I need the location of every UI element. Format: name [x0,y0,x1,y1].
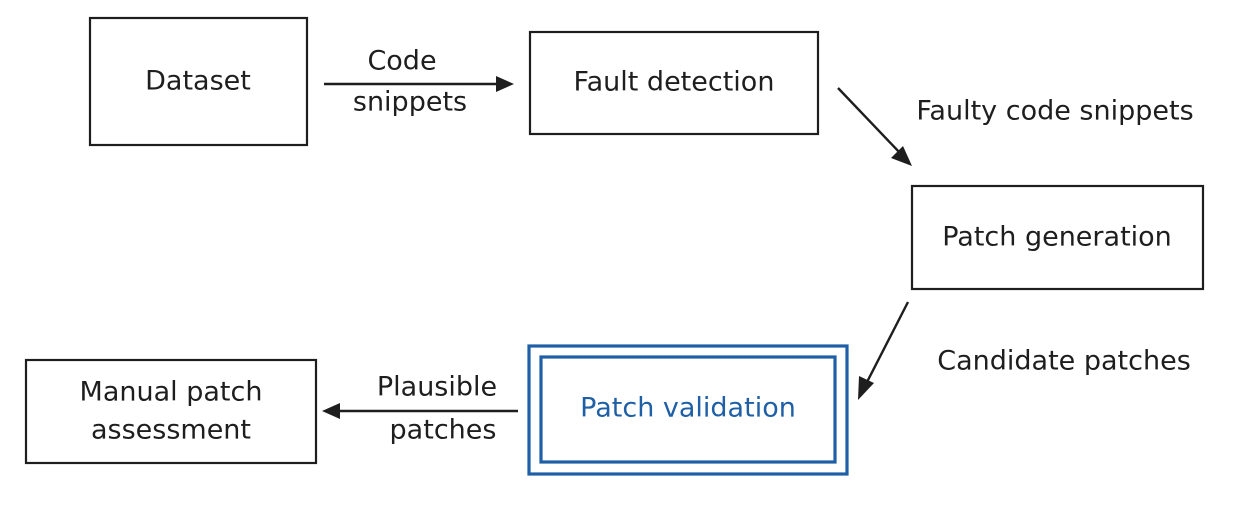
edge-line [864,301,910,385]
edge-label-plausible-patches-line2: patches [390,415,497,446]
edge-label-candidate-patches: Candidate patches [937,346,1191,377]
edge-fault-detection-to-patch-generation: Faulty code snippets [837,87,1194,166]
arrowhead-icon [858,376,874,400]
edge-label-code-snippets-line2: snippets [353,87,467,118]
edge-label-code-snippets-line1: Code [367,46,436,77]
node-fault-detection: Fault detection [528,30,820,136]
node-patch-validation-label: Patch validation [580,393,796,424]
node-manual-assessment: Manual patch assessment [24,358,318,465]
edge-dataset-to-fault-detection: Code snippets [324,46,514,118]
node-patch-validation: Patch validation [527,344,849,476]
node-fault-detection-label: Fault detection [574,67,775,98]
node-dataset-label: Dataset [145,66,251,97]
node-manual-assessment-label-line2: assessment [91,415,251,446]
node-manual-assessment-label-line1: Manual patch [80,377,263,408]
edge-line [837,87,902,155]
node-patch-generation-label: Patch generation [942,222,1172,253]
node-patch-generation: Patch generation [910,184,1205,291]
arrowhead-icon [891,146,912,166]
edge-label-plausible-patches-line1: Plausible [377,372,497,403]
edge-patch-validation-to-manual-assessment: Plausible patches [322,372,518,446]
edge-label-faulty-code-snippets: Faulty code snippets [916,96,1193,127]
arrowhead-icon [322,403,340,419]
arrowhead-icon [496,76,514,92]
edge-patch-generation-to-patch-validation: Candidate patches [858,301,1191,400]
node-dataset: Dataset [88,16,309,147]
